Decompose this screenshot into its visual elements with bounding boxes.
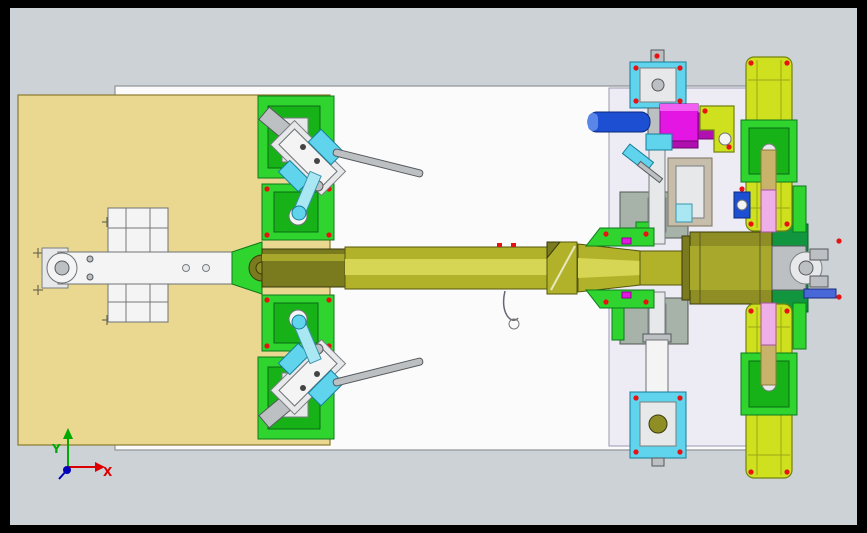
arm-hole (202, 264, 210, 272)
axis-triad: Y X (51, 428, 113, 480)
pin-ring (508, 318, 520, 330)
screw-dot (726, 144, 732, 150)
screw-dot (633, 395, 639, 401)
magenta-highlight (660, 104, 698, 111)
screw-dot (633, 98, 639, 104)
y-axis-label: Y (51, 442, 61, 456)
screw-dot (643, 231, 649, 237)
x-axis-label: X (103, 465, 113, 479)
screw-dot (836, 294, 842, 300)
screw-dot (702, 108, 708, 114)
screw-dot (677, 395, 683, 401)
top-clamp-bore (651, 78, 665, 92)
piston-cylinder (645, 339, 669, 393)
screw-dot (836, 238, 842, 244)
pivot-wedge (231, 241, 263, 295)
clevis-hole (736, 199, 748, 211)
bracket-hole (718, 132, 732, 146)
shaft-highlight (262, 254, 346, 261)
screw-dot (633, 65, 639, 71)
z-axis-arrow (58, 469, 68, 480)
y-axis-arrowhead (63, 428, 73, 439)
magenta-shim (621, 237, 632, 245)
shaft-highlight (345, 259, 552, 275)
clamp-bar-top (584, 227, 655, 247)
vertical-clamp-column[interactable] (629, 49, 687, 467)
actuator-assembly[interactable] (587, 103, 735, 184)
cyan-pad (675, 203, 693, 223)
housing-highlight (690, 246, 772, 290)
arm-hole (182, 264, 190, 272)
screw-dot (497, 243, 502, 247)
bolt (86, 273, 94, 281)
cyan-link (645, 133, 673, 151)
retaining-pin[interactable] (502, 290, 520, 330)
screw-dot (603, 299, 609, 305)
main-shaft[interactable] (261, 241, 693, 295)
screw-dot (511, 243, 516, 247)
screw-dot (643, 299, 649, 305)
blue-clevis[interactable] (733, 186, 751, 219)
lever-rod (636, 160, 664, 184)
collar-notch (546, 241, 562, 260)
screw-dot (654, 53, 660, 59)
clamp-bar-bottom (584, 289, 655, 309)
end-fitting (809, 248, 829, 261)
screw-dot (739, 186, 745, 192)
clamp-bars[interactable] (584, 227, 655, 309)
bottom-clamp-bore (648, 414, 668, 434)
bottom-stub (651, 457, 665, 467)
collar-slot (550, 245, 576, 291)
clevis-pin (54, 260, 70, 276)
screw-dot (677, 98, 683, 104)
screw-dot (677, 65, 683, 71)
blue-strip (803, 288, 837, 299)
spindle-housing[interactable] (681, 223, 842, 313)
cylinder-cap (588, 113, 598, 131)
end-fitting (809, 275, 829, 288)
screw-dot (633, 449, 639, 455)
x-axis-arrowhead (95, 462, 105, 472)
screw-dot (603, 231, 609, 237)
screw-dot (677, 449, 683, 455)
left-fixture[interactable] (41, 207, 263, 323)
shaft-end-bore (798, 260, 814, 276)
magenta-shim (621, 291, 632, 299)
bolt (86, 255, 94, 263)
shaft-highlight (578, 258, 640, 278)
